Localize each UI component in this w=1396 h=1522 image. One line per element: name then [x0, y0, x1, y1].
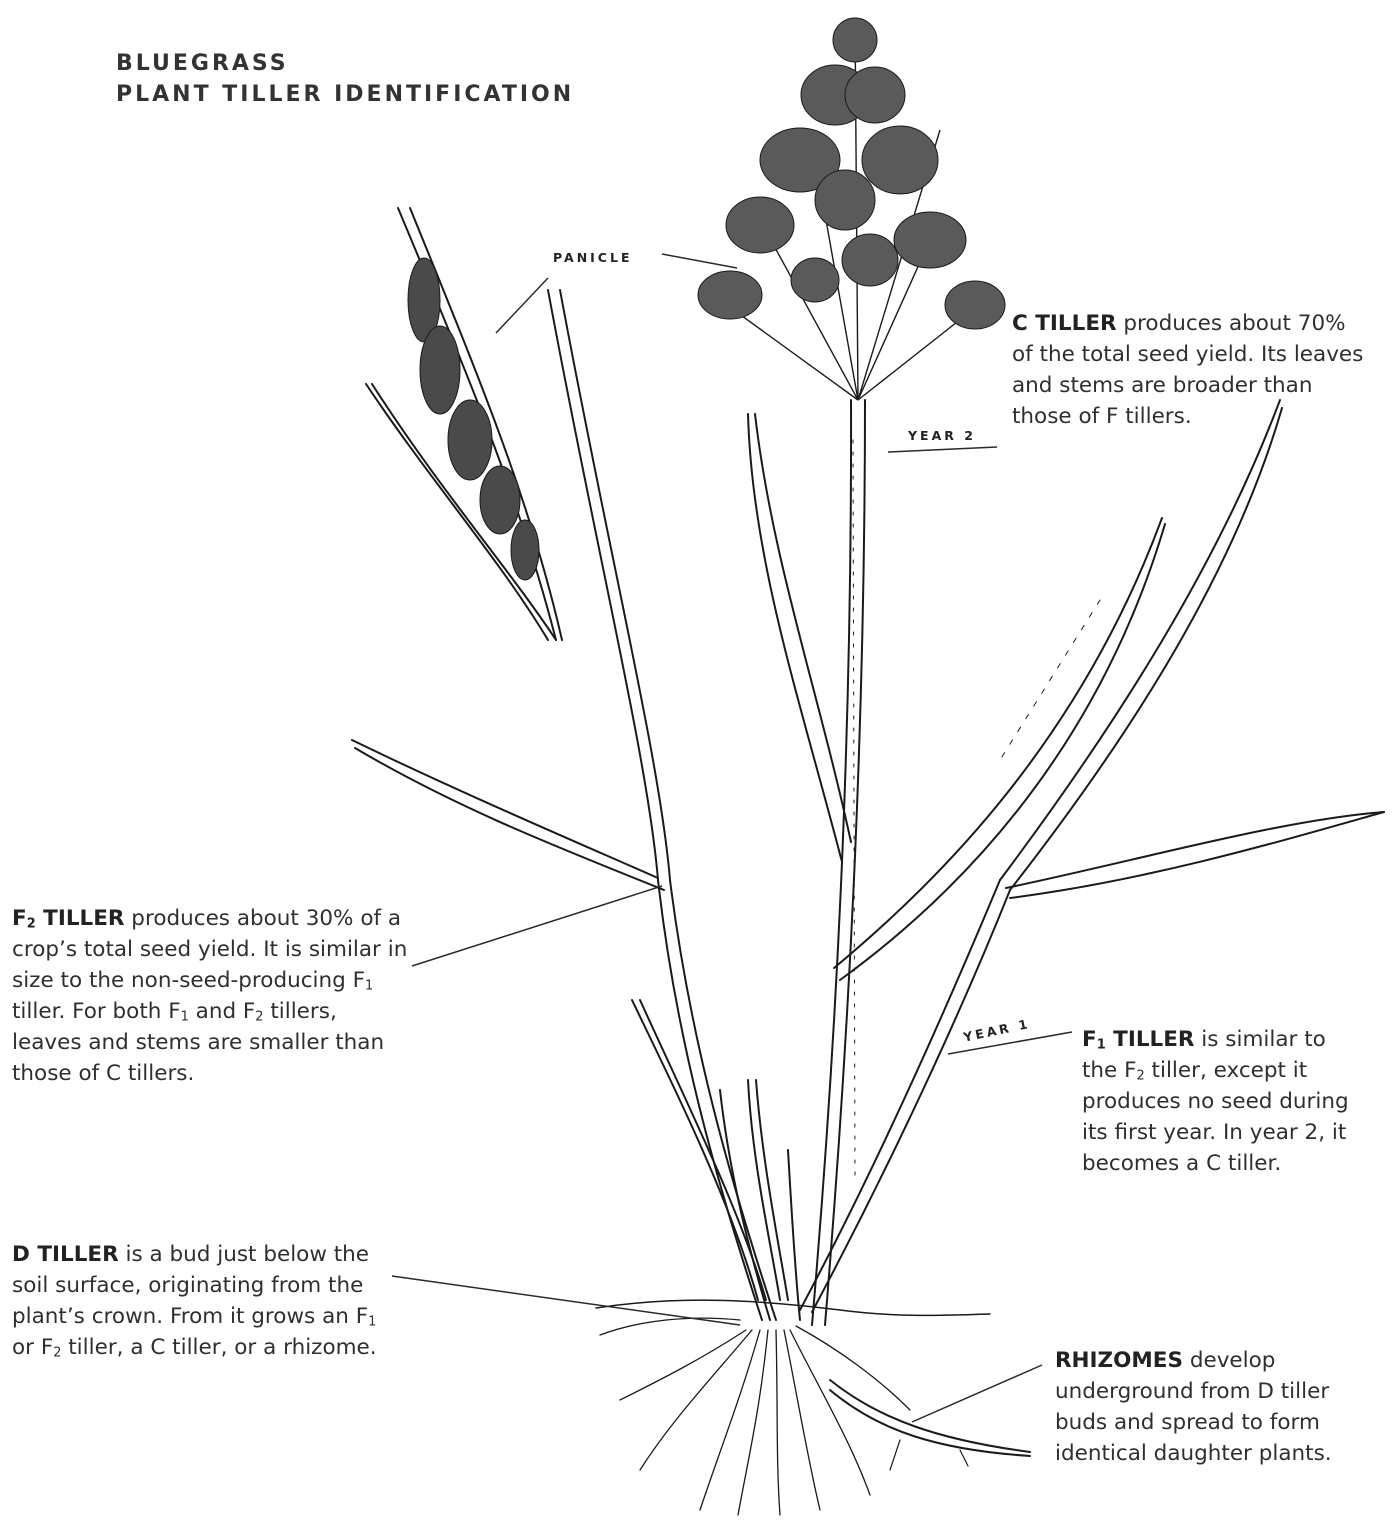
d-sub-1: 1 [368, 1315, 376, 1330]
diagram-title: BLUEGRASS PLANT TILLER IDENTIFICATION [116, 48, 574, 110]
c-tiller-leaf [748, 414, 851, 862]
f1-heading-subscript: 1 [1097, 1038, 1106, 1053]
f2-heading-letter: F [12, 906, 27, 931]
f2-sub-1: 1 [365, 979, 373, 994]
f2-heading-rest: TILLER [36, 906, 125, 931]
title-line-2: PLANT TILLER IDENTIFICATION [116, 79, 574, 110]
d-tiller-callout: D TILLER is a bud just below the soil su… [12, 1239, 392, 1363]
roots [600, 1318, 910, 1515]
year2-leader-line [888, 447, 997, 452]
rhizome-leader-line [912, 1365, 1042, 1422]
panicle-leader-line-left [496, 278, 548, 333]
f1-heading-rest: TILLER [1106, 1027, 1195, 1052]
c-tiller-heading: C TILLER [1012, 311, 1117, 336]
f1-sub-1: 2 [1137, 1069, 1145, 1084]
panicle-leader-line [662, 254, 737, 268]
year2-label: YEAR 2 [908, 428, 976, 443]
rhizomes-heading: RHIZOMES [1055, 1348, 1183, 1373]
basal-leaves [632, 1000, 800, 1320]
c-tiller-panicle [698, 18, 1005, 400]
c-tiller-callout: C TILLER produces about 70% of the total… [1012, 308, 1372, 432]
f2-heading-subscript: 2 [27, 917, 36, 932]
d-tiller-heading: D TILLER [12, 1242, 119, 1267]
f2-tiller-callout: F2 TILLER produces about 30% of a crop’s… [12, 903, 412, 1089]
f2-sub-3: 2 [255, 1010, 263, 1025]
title-line-1: BLUEGRASS [116, 48, 574, 79]
d-text-3: tiller, a C tiller, or a rhizome. [61, 1335, 376, 1360]
f1-tiller-heading: F1 TILLER [1082, 1027, 1194, 1052]
f2-text-2: tiller. For both F [12, 999, 181, 1024]
rhizomes-callout: RHIZOMES develop underground from D till… [1055, 1345, 1375, 1469]
middle-right-leaf [834, 518, 1165, 980]
f2-sub-2: 1 [181, 1010, 189, 1025]
rhizome [830, 1380, 1030, 1470]
f2-tiller-stem [548, 290, 776, 1320]
f2-text-3: and F [189, 999, 255, 1024]
f2-tiller-heading: F2 TILLER [12, 906, 124, 931]
f1-tiller-callout: F1 TILLER is similar to the F2 tiller, e… [1082, 1024, 1352, 1179]
f1-heading-letter: F [1082, 1027, 1097, 1052]
c-tiller-stem [812, 400, 865, 1325]
f2-leader-line [412, 886, 662, 966]
d-text-2: or F [12, 1335, 53, 1360]
panicle-label: PANICLE [553, 250, 632, 265]
f2-tiller-leaf [352, 740, 664, 890]
